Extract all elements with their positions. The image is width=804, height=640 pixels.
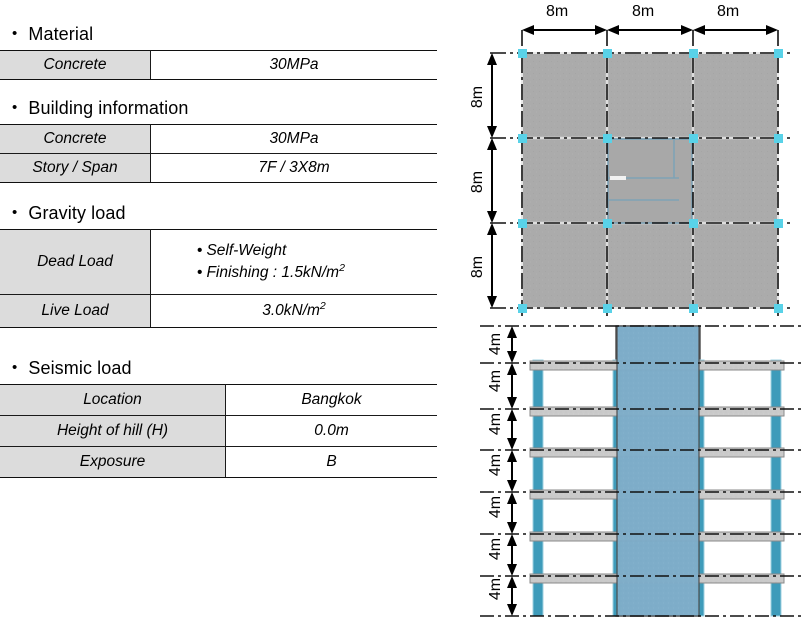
row-label: Concrete bbox=[0, 124, 151, 154]
plan-dimension-left bbox=[487, 53, 497, 308]
seismic-load-table: Location Bangkok Height of hill (H) 0.0m… bbox=[0, 384, 437, 478]
list-item-label: Finishing : 1.5kN/m bbox=[206, 264, 340, 281]
bullet-icon: • bbox=[12, 359, 18, 376]
elevation-story-label-4: 4m bbox=[487, 453, 504, 477]
plan-grid-nodes bbox=[518, 49, 783, 313]
table-row: Live Load 3.0kN/m2 bbox=[0, 294, 437, 328]
bullet-icon: • bbox=[197, 241, 203, 259]
row-value: 3.0kN/m2 bbox=[150, 294, 437, 328]
table-row: Exposure B bbox=[0, 446, 437, 478]
table-row: Location Bangkok bbox=[0, 384, 437, 416]
row-label: Height of hill (H) bbox=[0, 415, 226, 447]
plan-span-label-left-2: 8m bbox=[469, 170, 486, 194]
elevation-story-label-6: 4m bbox=[487, 369, 504, 393]
table-row: Concrete 30MPa bbox=[0, 50, 437, 80]
live-load-value: 3.0kN/m bbox=[262, 302, 320, 319]
gravity-load-table: Dead Load •Self-Weight •Finishing : 1.5k… bbox=[0, 229, 437, 328]
section-heading-material: • Material bbox=[12, 24, 440, 45]
table-row: Dead Load •Self-Weight •Finishing : 1.5k… bbox=[0, 229, 437, 295]
elevation-story-label-1: 4m bbox=[487, 577, 504, 601]
elevation-story-label-3: 4m bbox=[487, 495, 504, 519]
floor-plan-drawing bbox=[487, 25, 790, 318]
bullet-icon: • bbox=[12, 204, 18, 221]
plan-gridlines-horizontal bbox=[490, 52, 790, 309]
elevation-core-overlay bbox=[616, 325, 700, 617]
row-label: Story / Span bbox=[0, 153, 151, 183]
building-information-table: Concrete 30MPa Story / Span 7F / 3X8m bbox=[0, 124, 437, 183]
unit-exponent: 2 bbox=[319, 299, 326, 312]
row-value: 7F / 3X8m bbox=[150, 153, 437, 183]
section-gravity-load: • Gravity load Dead Load •Self-Weight •F… bbox=[0, 203, 440, 328]
bullet-icon: • bbox=[12, 25, 18, 42]
elevation-story-label-5: 4m bbox=[487, 412, 504, 436]
plan-gridlines-vertical bbox=[521, 30, 779, 318]
bullet-icon: • bbox=[12, 99, 18, 116]
section-heading-building: • Building information bbox=[12, 98, 440, 119]
row-value: Bangkok bbox=[225, 384, 437, 416]
plan-span-label-top-2: 8m bbox=[632, 3, 655, 20]
section-title: Gravity load bbox=[28, 203, 126, 223]
row-label: Concrete bbox=[0, 50, 151, 80]
section-heading-gravity: • Gravity load bbox=[12, 203, 440, 224]
row-label: Location bbox=[0, 384, 226, 416]
building-elevation-drawing bbox=[480, 325, 804, 617]
section-title: Seismic load bbox=[28, 358, 132, 378]
section-seismic-load: • Seismic load Location Bangkok Height o… bbox=[0, 358, 440, 478]
list-item-label: Self-Weight bbox=[206, 241, 287, 259]
list-item: •Self-Weight bbox=[197, 240, 437, 262]
elevation-dimension-left bbox=[507, 326, 517, 616]
row-value: 0.0m bbox=[225, 415, 437, 447]
row-value: •Self-Weight •Finishing : 1.5kN/m2 bbox=[150, 229, 437, 295]
section-title: Building information bbox=[28, 98, 189, 118]
row-label: Dead Load bbox=[0, 229, 151, 295]
section-heading-seismic: • Seismic load bbox=[12, 358, 440, 379]
list-item: •Finishing : 1.5kN/m2 bbox=[197, 262, 437, 284]
row-label: Live Load bbox=[0, 294, 151, 328]
row-value: 30MPa bbox=[150, 124, 437, 154]
table-row: Height of hill (H) 0.0m bbox=[0, 415, 437, 447]
table-row: Concrete 30MPa bbox=[0, 124, 437, 154]
plan-span-label-top-1: 8m bbox=[546, 3, 569, 20]
drawings-panel: 8m 8m 8m 8m 8m 8m bbox=[460, 0, 804, 637]
bullet-icon: • bbox=[197, 264, 203, 281]
specification-panel: • Material Concrete 30MPa • Building inf… bbox=[0, 24, 440, 478]
row-value: 30MPa bbox=[150, 50, 437, 80]
dead-load-list: •Self-Weight •Finishing : 1.5kN/m2 bbox=[151, 240, 437, 285]
table-row: Story / Span 7F / 3X8m bbox=[0, 153, 437, 183]
plan-core bbox=[607, 138, 693, 224]
row-value: B bbox=[225, 446, 437, 478]
plan-dimension-top bbox=[522, 25, 778, 35]
section-title: Material bbox=[28, 24, 94, 44]
plan-span-label-left-3: 8m bbox=[469, 255, 486, 279]
row-label: Exposure bbox=[0, 446, 226, 478]
elevation-level-lines bbox=[480, 325, 804, 617]
material-table: Concrete 30MPa bbox=[0, 50, 437, 80]
section-material: • Material Concrete 30MPa bbox=[0, 24, 440, 80]
section-building-information: • Building information Concrete 30MPa St… bbox=[0, 98, 440, 183]
plan-span-label-top-3: 8m bbox=[717, 3, 740, 20]
plan-span-label-left-1: 8m bbox=[469, 85, 486, 109]
elevation-story-label-2: 4m bbox=[487, 537, 504, 561]
unit-exponent: 2 bbox=[339, 261, 345, 274]
